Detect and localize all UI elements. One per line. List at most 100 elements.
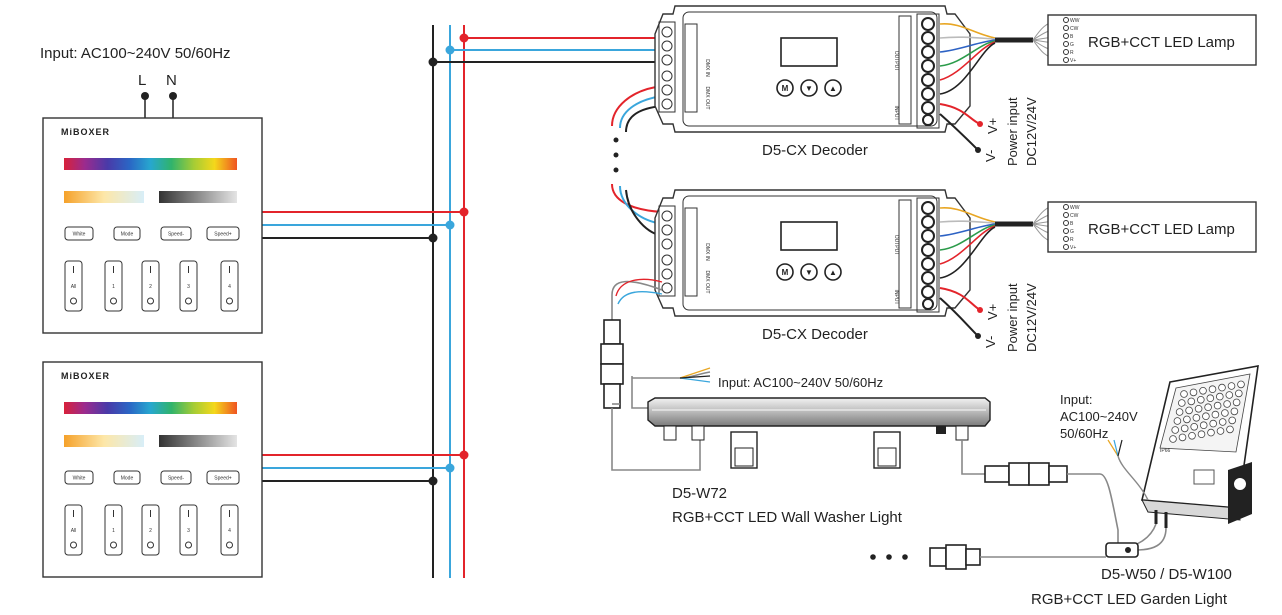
pin-label: CW: [1070, 213, 1079, 219]
garden-power-wire: [1117, 439, 1123, 457]
r-wire: [939, 41, 996, 81]
dmx-in-out-label: DMX IN: [704, 59, 710, 77]
lamp-label: RGB+CCT LED Lamp: [1088, 221, 1235, 238]
junction-dot: [445, 220, 455, 230]
led-lens: [1175, 408, 1184, 416]
mode-button[interactable]: [113, 470, 141, 485]
zone-off-mark: [185, 297, 192, 305]
dmx-terminal-frame: [658, 21, 676, 113]
cct-strip[interactable]: [64, 435, 144, 447]
zone-switch-frame: [179, 260, 198, 312]
zone-switch-3[interactable]: 3: [179, 260, 198, 312]
pin-label: B: [1070, 221, 1074, 227]
connector-body: [603, 319, 621, 345]
speed-up-button[interactable]: [206, 470, 240, 485]
pin-dot: [1063, 236, 1069, 242]
decoder-1: DMX IN DMX OUT M ▼ ▲ OUTPUT INPUT: [654, 5, 971, 133]
lamp-pin-labels: WW CW B G R V+: [1063, 204, 1080, 251]
rgb-color-strip[interactable]: [64, 402, 237, 414]
zone-switch-frame: [220, 504, 239, 556]
rgb-color-strip[interactable]: [64, 158, 237, 170]
mode-button[interactable]: [113, 226, 141, 241]
output-pin-labels: [898, 199, 912, 309]
led-lens: [1232, 398, 1241, 407]
zone-switch-1[interactable]: 1: [104, 504, 123, 556]
down-button-label: ▼: [805, 268, 813, 277]
screw-terminal: [921, 17, 935, 31]
connector-body: [929, 547, 947, 567]
panel-frame: [42, 361, 263, 578]
screw-terminal: [661, 26, 673, 38]
lamp-label: RGB+CCT LED Lamp: [1088, 34, 1235, 51]
zone-switch-4[interactable]: 4: [220, 260, 239, 312]
zone-switch-1[interactable]: 1: [104, 260, 123, 312]
screw-terminal: [921, 271, 935, 285]
continuation-dots-chain: [870, 554, 908, 560]
brightness-strip[interactable]: [159, 435, 237, 447]
led-lens: [1230, 407, 1239, 416]
decoder-face: [682, 11, 938, 127]
cct-strip[interactable]: [64, 191, 144, 203]
garden-cable-gland: [1154, 510, 1168, 528]
washer-dmx-out-cable: [961, 440, 985, 475]
dmx-out-blue: [617, 291, 663, 305]
down-button[interactable]: [800, 79, 818, 97]
waterproof-connector: [600, 319, 624, 409]
white-button[interactable]: [64, 470, 94, 485]
zone-off-mark: [147, 541, 154, 549]
garden-power-wire: [1107, 439, 1119, 457]
led-grid: [1169, 380, 1245, 443]
panel-buttons: White Mode Speed- Speed+: [64, 226, 240, 241]
screw-terminal: [661, 210, 673, 222]
zone-switch-2[interactable]: 2: [141, 504, 160, 556]
speed-up-button[interactable]: [206, 226, 240, 241]
decoder1-power-black: [939, 113, 979, 151]
speed-down-button[interactable]: [160, 470, 192, 485]
washer-cable-gland: [691, 425, 705, 441]
speed-down-button[interactable]: [160, 226, 192, 241]
connector-body: [984, 465, 1010, 483]
screw-terminal: [921, 59, 935, 73]
up-button[interactable]: [824, 263, 842, 281]
pin-dot: [1063, 204, 1069, 210]
junction-dot: [445, 45, 455, 55]
garden-connector: [984, 462, 1068, 486]
brightness-strip[interactable]: [159, 191, 237, 203]
terminal-n-label: N: [166, 72, 177, 89]
dmx-out-label: DMX OUT: [704, 270, 710, 293]
decoder1-power-line2: DC12V/24V: [1024, 97, 1039, 166]
led-lens: [1192, 413, 1201, 422]
zone-switch-2[interactable]: 2: [141, 260, 160, 312]
junction-dot: [459, 207, 469, 217]
washer-cable-gland: [663, 425, 677, 441]
washer-power-wire: [679, 375, 711, 379]
zone-switch-all[interactable]: All: [64, 260, 83, 312]
up-button[interactable]: [824, 79, 842, 97]
led-lens: [1183, 415, 1191, 424]
led-lens: [1226, 425, 1234, 434]
led-lens: [1202, 412, 1210, 421]
decoder2-vplus-label: V+: [985, 304, 1000, 320]
chain-connector: [929, 544, 981, 570]
down-button[interactable]: [800, 263, 818, 281]
led-lens: [1187, 397, 1196, 406]
zone-off-mark: [185, 541, 192, 549]
led-lens: [1221, 409, 1229, 417]
panel1-connections: [262, 207, 469, 243]
white-button[interactable]: [64, 226, 94, 241]
screw-terminal: [661, 54, 673, 66]
garden-light-base: [1141, 499, 1241, 521]
zone-switch-4[interactable]: 4: [220, 504, 239, 556]
led-lens: [1188, 431, 1196, 440]
zone-switch-all[interactable]: All: [64, 504, 83, 556]
panel-brand: MiBOXER: [61, 371, 110, 381]
decoder2-power-black: [939, 297, 979, 337]
screw-terminal: [661, 84, 673, 96]
white-button-label: White: [73, 476, 86, 482]
decoder1-vplus-label: V+: [985, 118, 1000, 134]
output-terminal-block: OUTPUT INPUT: [893, 13, 940, 129]
mode-button[interactable]: [776, 79, 794, 97]
mode-button[interactable]: [776, 263, 794, 281]
zone-switch-3[interactable]: 3: [179, 504, 198, 556]
washer-dmx-in-cable: [611, 408, 701, 471]
